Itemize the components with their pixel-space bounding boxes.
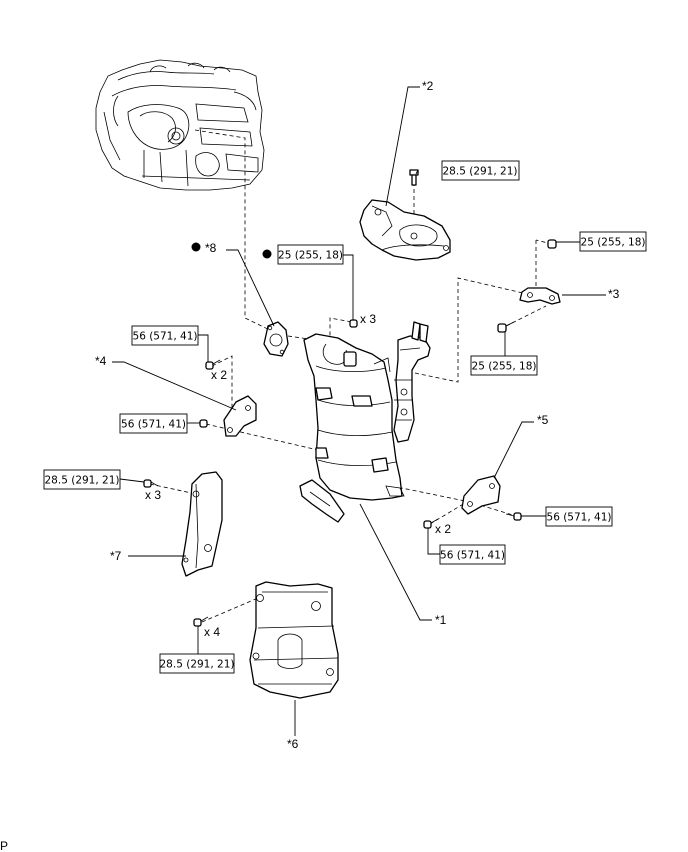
bolt-part-5-lower (423, 518, 439, 529)
torque-box-part-4-upper: 56 (571, 41) (131, 325, 199, 346)
callout-part-5: *5 (537, 413, 549, 427)
bolt-part-2 (409, 169, 419, 186)
bolt-part-3-top (547, 239, 557, 249)
quantity-part-4: x 2 (211, 368, 227, 382)
torque-box-part-4-side: 56 (571, 41) (119, 413, 188, 434)
leader-lines (112, 86, 606, 736)
torque-box-part-5-lower: 56 (571, 41) (439, 544, 506, 565)
corner-label: P (0, 839, 8, 852)
callout-part-7: *7 (110, 549, 122, 563)
callout-part-6: *6 (287, 737, 299, 751)
part-2-upper-heat-insulator (359, 199, 451, 261)
quantity-part-5: x 2 (435, 522, 451, 536)
quantity-nut: x 3 (360, 312, 376, 326)
callout-part-4: *4 (95, 354, 107, 368)
engine-illustration (95, 59, 265, 191)
svg-text:25 (255, 18): 25 (255, 18) (581, 237, 646, 249)
nut-part-8 (349, 319, 358, 328)
part-4-bracket (223, 395, 257, 437)
svg-text:28.5 (291, 21): 28.5 (291, 21) (45, 475, 120, 487)
quantity-part-6: x 4 (204, 625, 220, 639)
quantity-part-7: x 3 (145, 488, 161, 502)
bolt-part-4-upper (205, 359, 221, 370)
torque-box-part-7: 28.5 (291, 21) (43, 469, 121, 490)
part-1-catalytic-converter (299, 321, 431, 523)
torque-box-top: 28.5 (291, 21) (441, 160, 520, 181)
part-7-heat-insulator (181, 471, 223, 577)
callout-part-8: *8 (205, 241, 217, 255)
callout-part-3: *3 (608, 287, 620, 301)
svg-text:56 (571, 41): 56 (571, 41) (547, 512, 612, 524)
callout-part-2: *2 (422, 79, 434, 93)
part-5-bracket (461, 475, 501, 515)
replace-marker-nut (262, 249, 272, 259)
bolt-part-7 (143, 479, 159, 488)
part-6-heat-insulator (249, 581, 339, 699)
part-8-gasket (263, 321, 289, 357)
bolt-part-3-bottom (497, 321, 515, 333)
nut-part-4-side (199, 419, 208, 428)
svg-text:56 (571, 41): 56 (571, 41) (121, 419, 186, 431)
svg-text:28.5 (291, 21): 28.5 (291, 21) (443, 166, 518, 178)
torque-box-part-6: 28.5 (291, 21) (160, 653, 235, 674)
torque-box-part-5-right: 56 (571, 41) (545, 506, 613, 527)
torque-box-nut: 25 (255, 18) (277, 244, 344, 265)
bolt-part-6 (193, 616, 209, 627)
bolt-part-5-right (505, 512, 522, 521)
svg-text:28.5 (291, 21): 28.5 (291, 21) (160, 659, 235, 671)
torque-box-part-3-bottom: 25 (255, 18) (470, 355, 538, 376)
svg-text:56 (571, 41): 56 (571, 41) (440, 550, 505, 562)
svg-text:25 (255, 18): 25 (255, 18) (472, 361, 537, 373)
torque-box-part-3-top: 25 (255, 18) (579, 231, 647, 252)
svg-text:25 (255, 18): 25 (255, 18) (278, 250, 343, 262)
callout-part-1: *1 (435, 613, 447, 627)
replace-marker-part-8 (191, 242, 201, 252)
svg-text:56 (571, 41): 56 (571, 41) (133, 331, 198, 343)
part-3-bracket (519, 287, 561, 305)
